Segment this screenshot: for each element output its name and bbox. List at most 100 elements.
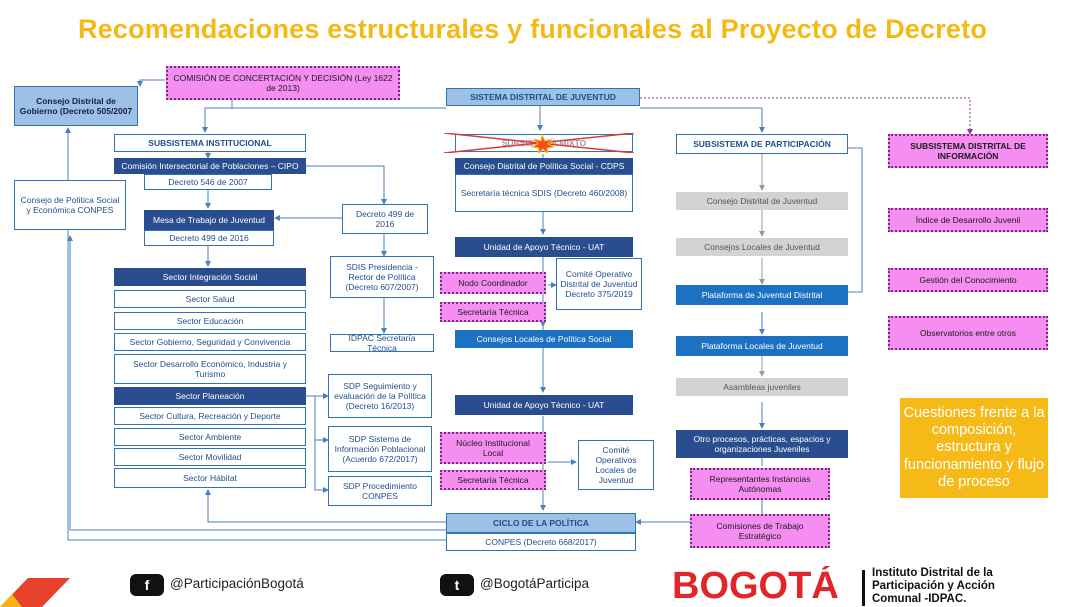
sector-label: Sector Educación	[176, 315, 244, 326]
uat-box: Unidad de Apoyo Técnico - UAT	[455, 237, 633, 257]
sector-label: Sector Planeación	[175, 390, 245, 401]
cdps-label: Consejo Distrital de Política Social - C…	[463, 160, 625, 171]
comision-concertacion-label: COMISIÓN DE CONCERTACIÓN Y DECISIÓN (Ley…	[173, 72, 393, 93]
consejos-locales-politica-label: Consejos Locales de Política Social	[476, 333, 612, 344]
subsistema-informacion-label: SUBSISTEMA DISTRITAL DE INFORMACIÓN	[910, 140, 1026, 161]
sdis-presidencia-label: SDIS Presidencia - Rector de Política (D…	[345, 261, 419, 293]
sector-label: Sector Desarrollo Económico, Industria y…	[132, 358, 287, 379]
observatorios-box: Observatorios entre otros	[888, 316, 1048, 350]
secretaria-tecnica-box: Secretaría Técnica	[440, 470, 546, 490]
sdp-procedimiento-label: SDP Procedimiento CONPES	[342, 480, 418, 501]
decreto-546-box: Decreto 546 de 2007	[144, 174, 272, 190]
cdps-box: Consejo Distrital de Política Social - C…	[455, 158, 633, 174]
observatorios-label: Observatorios entre otros	[920, 327, 1016, 338]
indice-desarrollo-label: Índice de Desarrollo Juvenil	[915, 214, 1021, 225]
consejo-distrital-gobierno-label: Consejo Distrital de Gobierno (Decreto 5…	[19, 95, 133, 116]
subsistema-institucional-box: SUBSISTEMA INSTITUCIONAL	[114, 134, 306, 152]
comite-operativos-locales-box: Comité Operativos Locales de Juventud	[578, 440, 654, 490]
sector-label: Sector Integración Social	[162, 271, 258, 282]
indice-desarrollo-box: Índice de Desarrollo Juvenil	[888, 208, 1048, 232]
comision-concertacion-box: COMISIÓN DE CONCERTACIÓN Y DECISIÓN (Ley…	[166, 66, 400, 100]
consejos-locales-politica-box: Consejos Locales de Política Social	[455, 330, 633, 348]
representantes-label: Representantes Instancias Autónomas	[709, 473, 811, 494]
secretaria-tecnica-box: Secretaría Técnica	[440, 302, 546, 322]
callout-label: Cuestiones frente a la composición, estr…	[903, 404, 1045, 491]
asambleas-label: Asambleas juveniles	[723, 381, 801, 392]
sector-item: Sector Ambiente	[114, 428, 306, 446]
consejo-distrital-gobierno-box: Consejo Distrital de Gobierno (Decreto 5…	[14, 86, 138, 126]
subsistema-institucional-label: SUBSISTEMA INSTITUCIONAL	[148, 137, 272, 148]
cipo-box: Comisión Intersectorial de Poblaciones –…	[114, 158, 306, 174]
ciclo-politica-box: CICLO DE LA POLÍTICA	[446, 513, 636, 533]
consejos-locales-juventud-box: Consejos Locales de Juventud	[676, 238, 848, 256]
sector-item: Sector Integración Social	[114, 268, 306, 286]
sdp-procedimiento-box: SDP Procedimiento CONPES	[328, 476, 432, 506]
conpes-668-label: CONPES (Decreto 668/2017)	[485, 536, 597, 547]
subsistema-participacion-box: SUBSISTEMA DE PARTICIPACIÓN	[676, 134, 848, 154]
nucleo-institucional-label: Núcleo Institucional Local	[456, 437, 530, 458]
institute-name: Instituto Distrital de la Participación …	[872, 567, 995, 606]
uat-label: Unidad de Apoyo Técnico - UAT	[483, 399, 605, 410]
sector-item: Sector Desarrollo Económico, Industria y…	[114, 354, 306, 384]
sector-label: Sector Hábitat	[183, 472, 237, 483]
strikethrough-cross-icon	[444, 133, 634, 153]
plataforma-distrital-label: Plataforma de Juventud Distrital	[701, 289, 823, 300]
twitter-handle[interactable]: @BogotáParticipa	[480, 576, 590, 591]
ciclo-politica-label: CICLO DE LA POLÍTICA	[492, 517, 589, 528]
comite-operativos-locales-label: Comité Operativos Locales de Juventud	[595, 444, 637, 486]
decreto-499-a-box: Decreto 499 de 2016	[144, 230, 274, 246]
mesa-trabajo-juventud-box: Mesa de Trabajo de Juventud	[144, 210, 274, 230]
secretaria-tecnica-label: Secretaría Técnica	[457, 474, 529, 485]
secretaria-tecnica-sdis-label: Secretaría técnica SDIS (Decreto 460/200…	[460, 187, 628, 198]
decreto-499-b-box: Decreto 499 de 2016	[342, 204, 428, 234]
sdp-seguimiento-box: SDP Seguimiento y evaluación de la Polít…	[328, 374, 432, 418]
sistema-distrital-juventud-box: SISTEMA DISTRITAL DE JUVENTUD	[446, 88, 640, 106]
consejos-locales-juventud-label: Consejos Locales de Juventud	[704, 241, 820, 252]
decreto-499-a-label: Decreto 499 de 2016	[169, 232, 249, 243]
uat-label: Unidad de Apoyo Técnico - UAT	[483, 241, 605, 252]
secretaria-tecnica-label: Secretaría Técnica	[457, 306, 529, 317]
sector-item: Sector Gobierno, Seguridad y Convivencia	[114, 333, 306, 351]
sdp-sistema-info-label: SDP Sistema de Información Poblacional (…	[334, 433, 426, 465]
facebook-icon[interactable]: f	[130, 574, 164, 596]
consejo-distrital-juventud-box: Consejo Distrital de Juventud	[676, 192, 848, 210]
logo-divider	[862, 570, 865, 606]
comisiones-trabajo-label: Comisiones de Trabajo Estratégico	[716, 520, 804, 541]
sector-label: Sector Salud	[185, 293, 235, 304]
sdp-sistema-info-box: SDP Sistema de Información Poblacional (…	[328, 426, 432, 472]
subsistema-participacion-label: SUBSISTEMA DE PARTICIPACIÓN	[693, 138, 831, 149]
decreto-546-label: Decreto 546 de 2007	[168, 176, 248, 187]
otros-procesos-label: Otro procesos, prácticas, espacios y org…	[693, 433, 831, 454]
uat-box: Unidad de Apoyo Técnico - UAT	[455, 395, 633, 415]
comite-operativo-distrital-label: Comité Operativo Distrital de Juventud D…	[560, 268, 638, 300]
gestion-conocimiento-box: Gestión del Conocimiento	[888, 268, 1048, 292]
plataforma-distrital-box: Plataforma de Juventud Distrital	[676, 285, 848, 305]
representantes-box: Representantes Instancias Autónomas	[690, 468, 830, 500]
sector-item: Sector Hábitat	[114, 468, 306, 488]
secretaria-tecnica-sdis-box: Secretaría técnica SDIS (Decreto 460/200…	[455, 174, 633, 212]
sistema-distrital-juventud-label: SISTEMA DISTRITAL DE JUVENTUD	[470, 91, 616, 102]
asambleas-box: Asambleas juveniles	[676, 378, 848, 396]
sector-item: Sector Educación	[114, 312, 306, 330]
page-title: Recomendaciones estructurales y funciona…	[77, 14, 988, 44]
facebook-handle[interactable]: @ParticipaciónBogotá	[170, 576, 304, 591]
sdp-seguimiento-label: SDP Seguimiento y evaluación de la Polít…	[334, 380, 426, 412]
idpac-secretaria-label: IDPAC Secretaría Técnica	[348, 332, 416, 353]
subsistema-informacion-box: SUBSISTEMA DISTRITAL DE INFORMACIÓN	[888, 134, 1048, 168]
otros-procesos-box: Otro procesos, prácticas, espacios y org…	[676, 430, 848, 458]
sector-item: Sector Cultura, Recreación y Deporte	[114, 407, 306, 425]
callout-box: Cuestiones frente a la composición, estr…	[900, 398, 1048, 498]
sector-item: Sector Planeación	[114, 387, 306, 405]
twitter-icon[interactable]: t	[440, 574, 474, 596]
bogota-logo: BOGOTÁ	[672, 566, 839, 607]
consejo-politica-social-box: Consejo de Política Social y Económica C…	[14, 180, 126, 230]
nodo-coordinador-label: Nodo Coordinador	[458, 277, 528, 288]
plataforma-locales-label: Plataforma Locales de Juventud	[701, 340, 823, 351]
sector-item: Sector Movilidad	[114, 448, 306, 466]
sector-label: Sector Gobierno, Seguridad y Convivencia	[129, 336, 291, 347]
comisiones-trabajo-box: Comisiones de Trabajo Estratégico	[690, 514, 830, 548]
nucleo-institucional-box: Núcleo Institucional Local	[440, 432, 546, 464]
idpac-secretaria-box: IDPAC Secretaría Técnica	[330, 332, 434, 353]
sector-item: Sector Salud	[114, 290, 306, 308]
